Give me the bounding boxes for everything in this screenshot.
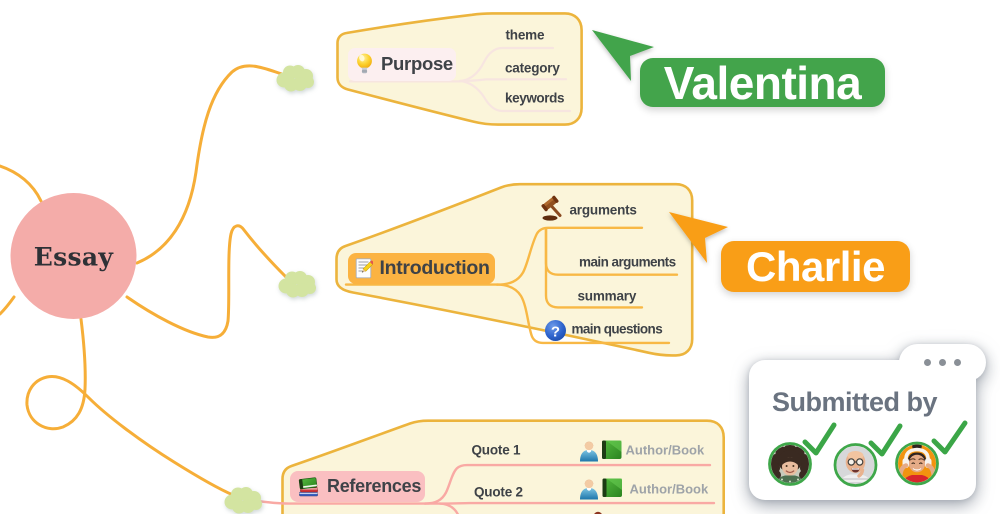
book-icon: [602, 440, 622, 459]
ellipsis-icon: [939, 359, 946, 366]
panel-avatars: [768, 420, 968, 487]
avatar-woman-headphones[interactable]: [895, 441, 939, 486]
branch-line-bottomleft: [0, 295, 16, 316]
references-blob[interactable]: [224, 487, 263, 514]
books-icon: [298, 477, 318, 497]
subtopic-main-arguments[interactable]: main arguments: [579, 254, 676, 269]
subtopic-arguments[interactable]: arguments: [569, 202, 637, 218]
branch-line-topleft: [0, 164, 43, 203]
cursor-tag-valentina-name: Valentina: [663, 56, 862, 109]
panel-card: Submitted by: [749, 360, 976, 500]
cursor-tag-valentina: Valentina: [640, 56, 885, 109]
node-introduction-label: Introduction: [379, 256, 490, 279]
branch-line-purpose: [135, 64, 287, 265]
cursor-charlie: [669, 212, 728, 263]
check-icon: [868, 423, 903, 457]
panel-title: Submitted by: [772, 387, 938, 417]
subtopic-theme[interactable]: theme: [505, 27, 545, 43]
ellipsis-icon: [954, 359, 961, 366]
branch-line-introduction: [125, 224, 288, 339]
subtopic-main-questions[interactable]: main questions: [571, 321, 663, 336]
ellipsis-icon: [924, 359, 931, 366]
avatar-woman-curly-hair[interactable]: [768, 442, 812, 486]
person-icon: [580, 441, 598, 462]
node-references[interactable]: References: [290, 471, 425, 502]
question-icon: ?: [545, 320, 566, 341]
lightbulb-icon: [357, 53, 372, 74]
avatar-bald-man-glasses[interactable]: [833, 443, 878, 487]
connector-blobs: [224, 65, 316, 514]
memo-icon: [355, 258, 373, 279]
check-icon: [802, 422, 837, 456]
subtopic-summary[interactable]: summary: [577, 288, 637, 303]
svg-text:?: ?: [551, 324, 560, 341]
quote1-icons: [580, 440, 622, 462]
valentina-pointer-icon: [592, 30, 654, 81]
node-references-label: References: [327, 475, 422, 496]
charlie-pointer-icon: [669, 212, 728, 263]
subtopic-quote1[interactable]: Quote 1: [471, 442, 521, 458]
quote1-attribution[interactable]: Author/Book: [625, 442, 705, 458]
purpose-boundary[interactable]: [336, 12, 583, 126]
node-purpose[interactable]: Purpose: [348, 47, 456, 81]
subtopic-quote2[interactable]: Quote 2: [474, 484, 523, 500]
root-node-label[interactable]: Essay: [33, 242, 114, 272]
check-icon: [931, 420, 968, 455]
root-branch-lines: [0, 64, 288, 497]
cursor-tag-charlie-name: Charlie: [746, 242, 885, 290]
panel-menu-button[interactable]: [899, 344, 986, 381]
person-icon: [580, 479, 598, 500]
root-node-essay[interactable]: [10, 193, 137, 319]
purpose-blob[interactable]: [276, 65, 315, 92]
node-introduction[interactable]: Introduction: [347, 252, 495, 284]
node-purpose-label: Purpose: [381, 53, 453, 75]
purpose-subbranches: [348, 46, 572, 113]
gavel-icon: [541, 195, 562, 221]
subtopic-category[interactable]: category: [505, 60, 560, 75]
quote3-icons: [594, 511, 602, 514]
book-icon: [602, 478, 622, 497]
quote2-icons: [580, 478, 622, 500]
submitted-panel: Submitted by: [749, 344, 986, 501]
subtopic-keywords[interactable]: keywords: [505, 90, 565, 106]
cursor-tag-charlie: Charlie: [721, 241, 910, 292]
quote2-attribution[interactable]: Author/Book: [629, 481, 709, 496]
introduction-subbranches: [344, 226, 679, 345]
branch-line-references: [25, 317, 235, 497]
cursor-valentina: [592, 30, 654, 81]
